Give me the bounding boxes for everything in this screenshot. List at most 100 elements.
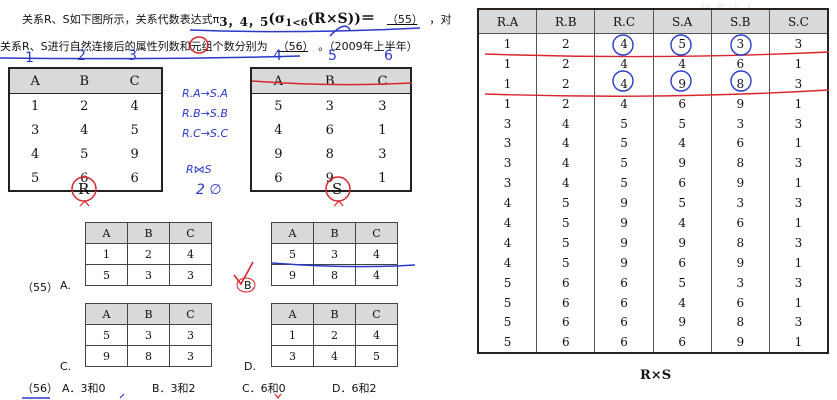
table-cell: 8 — [313, 264, 356, 286]
table-cell: 3 — [768, 153, 829, 174]
table-row: 3 4 5 — [9, 118, 162, 142]
table-cell: 9 — [710, 252, 770, 273]
table-cell: 8 — [710, 153, 770, 174]
table-cell: 6 — [710, 213, 770, 233]
product-table-caption: R×S — [640, 368, 672, 383]
table-cell: 1 — [768, 93, 829, 114]
table-cell: 3 — [127, 264, 170, 286]
table-row: 1 2 4 — [9, 94, 162, 119]
q56-option-b[interactable]: B．3和2 — [152, 382, 196, 395]
table-cell: 6 — [710, 53, 770, 74]
question-line-1: 关系R、S如下图所示，关系代数表达式π3，4，5(σ1<6(R×S))＝（55）… — [22, 8, 451, 30]
table-s-header: A — [251, 68, 305, 94]
table-cell: 1 — [31, 98, 40, 114]
sigma-open: (σ — [268, 11, 286, 27]
table-s-header: C — [354, 68, 411, 94]
table-cell: 5 — [594, 153, 654, 174]
question-tail-1: ，对 — [429, 13, 452, 26]
q56-option-a[interactable]: A．3和0 — [62, 382, 106, 395]
table-cell: 3 — [710, 272, 770, 293]
table-cell: 9 — [594, 193, 654, 214]
col-number-2: 2 — [77, 48, 86, 64]
table-cell: 4 — [594, 73, 654, 94]
option-header: A — [85, 222, 128, 244]
option-header: B — [313, 303, 356, 325]
table-cell: 4 — [80, 122, 89, 138]
q56-option-d[interactable]: D．6和2 — [332, 382, 377, 395]
table-cell: 5 — [80, 146, 89, 162]
table-cell: 8 — [710, 73, 770, 94]
q56-label: （56） — [22, 382, 58, 395]
table-cell: 1 — [768, 332, 829, 354]
table-cell: 3 — [378, 98, 387, 114]
option-d-label: D. — [244, 360, 256, 373]
table-cell: 6 — [710, 292, 770, 313]
table-cell: 1 — [768, 292, 829, 313]
q56-option-c[interactable]: C．6和0 — [242, 382, 286, 395]
option-c-label: C. — [60, 360, 72, 373]
table-r: A B C 1 2 4 3 4 5 4 5 9 5 6 6 — [8, 67, 163, 192]
table-r-header: B — [60, 68, 109, 94]
table-cell: 1 — [768, 213, 829, 233]
option-c-table[interactable]: A B C 5 3 3 9 8 3 — [85, 303, 212, 367]
table-cell: 3 — [710, 33, 770, 54]
table-cell: 1 — [768, 173, 829, 194]
col-number-4: 4 — [273, 48, 282, 64]
table-cell: 3 — [378, 146, 387, 162]
question-tail-2: 。（2009年上半年） — [318, 40, 418, 53]
table-cell: 9 — [594, 252, 654, 273]
note-result: 2 ∅ — [196, 182, 222, 198]
sigma-subscript: 1<6 — [285, 18, 308, 29]
option-b-table[interactable]: A B C 5 3 4 9 8 4 — [271, 222, 398, 286]
table-s: A B C 5 3 3 4 6 1 9 8 3 6 9 1 — [250, 67, 412, 192]
option-header: C — [355, 222, 398, 244]
option-header: C — [355, 303, 398, 325]
option-header: B — [127, 222, 170, 244]
table-cell: 1 — [768, 252, 829, 273]
product-header: S.B — [710, 8, 770, 34]
table-row: 9 8 4 — [271, 264, 398, 286]
note-rc-sc: R.C→S.C — [182, 127, 229, 140]
table-cell: 3 — [768, 232, 829, 253]
table-cell: 4 — [130, 98, 139, 114]
table-row: 4 5 9 — [9, 142, 162, 166]
question-text-2: 关系R、S进行自然连接后的属性列数和元组个数分别为 — [0, 40, 268, 53]
table-cell: 4 — [274, 122, 283, 138]
product-header: S.A — [652, 8, 712, 34]
option-header: A — [85, 303, 128, 325]
option-header: B — [313, 222, 356, 244]
table-cell: 6 — [594, 292, 654, 313]
question-line-2: 关系R、S进行自然连接后的属性列数和元组个数分别为（56）。（2009年上半年） — [0, 38, 418, 54]
option-a-table[interactable]: A B C 1 2 4 5 3 3 — [85, 222, 212, 286]
option-header: C — [169, 222, 212, 244]
table-cell: 4 — [31, 146, 40, 162]
table-cell: 9 — [594, 232, 654, 253]
table-cell: 3 — [768, 193, 829, 214]
table-cell: 3 — [768, 272, 829, 293]
table-cell: 4 — [355, 324, 398, 346]
table-cell: 9 — [130, 146, 139, 162]
table-cell: 3 — [768, 312, 829, 333]
table-cell: 5 — [594, 173, 654, 194]
table-cell: 8 — [710, 312, 770, 333]
option-header: B — [127, 303, 170, 325]
table-cell: 2 — [80, 98, 89, 114]
product-header: S.C — [768, 8, 829, 34]
option-d-table[interactable]: A B C 1 2 4 3 4 5 — [271, 303, 398, 367]
option-b-label: B. — [244, 279, 256, 292]
table-cell: 3 — [768, 73, 829, 94]
table-cell: 1 — [271, 324, 314, 346]
q56-ink-marks — [22, 393, 282, 399]
option-header: A — [271, 303, 314, 325]
caption-r-circle — [71, 176, 97, 207]
product-header: R.C — [594, 8, 654, 34]
blank-55: （55） — [386, 13, 418, 26]
